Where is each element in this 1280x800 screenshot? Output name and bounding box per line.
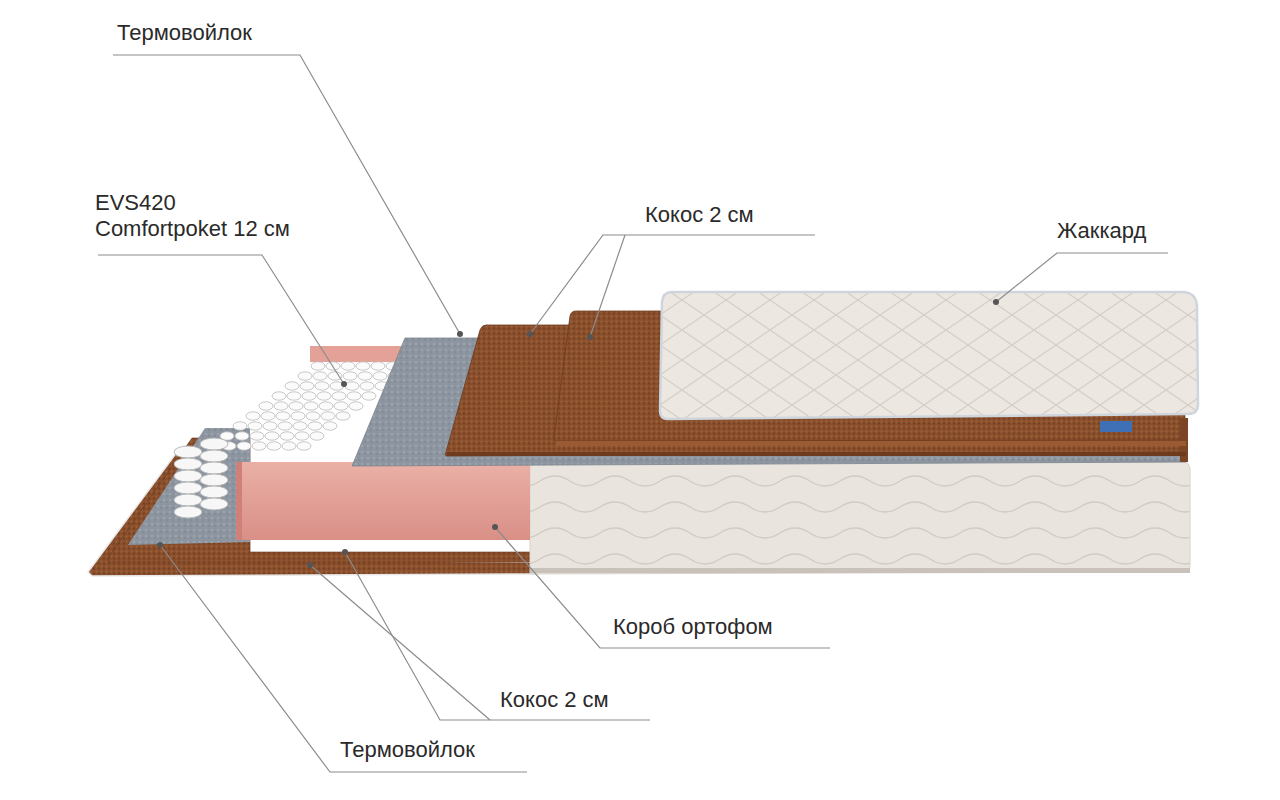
callout-label: Кокос 2 см — [500, 687, 609, 713]
spring — [306, 412, 320, 420]
spring — [274, 402, 288, 410]
layer-edges — [447, 418, 1188, 462]
callout-label: Кокос 2 см — [645, 202, 754, 228]
spring — [317, 392, 331, 400]
spring — [200, 486, 228, 498]
spring — [200, 474, 228, 486]
spring — [278, 422, 292, 430]
spring — [332, 392, 346, 400]
spring — [345, 382, 359, 390]
spring — [362, 392, 376, 400]
spring — [174, 482, 202, 494]
spring — [287, 392, 301, 400]
spring — [174, 506, 202, 518]
brand-tag — [1100, 421, 1132, 432]
spring — [174, 494, 202, 506]
spring — [237, 442, 251, 450]
spring — [261, 412, 275, 420]
spring — [297, 442, 311, 450]
spring — [356, 362, 370, 370]
spring — [323, 422, 337, 430]
spring — [289, 402, 303, 410]
spring — [311, 362, 325, 370]
spring — [235, 432, 249, 440]
spring — [246, 412, 260, 420]
spring — [313, 372, 327, 380]
spring — [328, 372, 342, 380]
spring — [200, 498, 228, 510]
spring — [233, 422, 247, 430]
callout-label: EVS420 Comfortpoket 12 см — [95, 190, 300, 242]
spring — [373, 372, 387, 380]
spring — [282, 442, 296, 450]
spring — [174, 446, 202, 458]
spring — [343, 372, 357, 380]
spring — [358, 372, 372, 380]
callout-label: Термовойлок — [117, 20, 252, 46]
callout-label: Короб ортофом — [613, 614, 773, 640]
spring — [267, 442, 281, 450]
spring — [298, 372, 312, 380]
spring — [265, 432, 279, 440]
spring — [272, 392, 286, 400]
spring — [280, 432, 294, 440]
spring — [200, 462, 228, 474]
leader-lines — [98, 55, 1168, 772]
spring — [300, 382, 314, 390]
leader-dots — [157, 299, 999, 568]
spring — [360, 382, 374, 390]
callout-label: Термовойлок — [340, 737, 475, 763]
spring — [308, 422, 322, 430]
spring — [285, 382, 299, 390]
callout-label: Жаккард — [1057, 218, 1146, 244]
spring — [248, 422, 262, 430]
spring — [302, 392, 316, 400]
spring — [200, 450, 228, 462]
spring — [276, 412, 290, 420]
spring — [319, 402, 333, 410]
spring — [252, 442, 266, 450]
spring — [334, 402, 348, 410]
spring — [310, 432, 324, 440]
spring — [259, 402, 273, 410]
spring — [200, 438, 228, 450]
spring — [349, 402, 363, 410]
spring — [263, 422, 277, 430]
spring — [315, 382, 329, 390]
mattress-base — [530, 462, 1190, 574]
spring — [371, 362, 385, 370]
spring — [293, 422, 307, 430]
jacquard-top — [660, 292, 1198, 419]
spring — [341, 362, 355, 370]
spring — [347, 392, 361, 400]
spring — [291, 412, 305, 420]
spring — [174, 470, 202, 482]
spring — [304, 402, 318, 410]
spring — [174, 458, 202, 470]
spring — [321, 412, 335, 420]
spring — [336, 412, 350, 420]
spring — [295, 432, 309, 440]
spring — [250, 432, 264, 440]
